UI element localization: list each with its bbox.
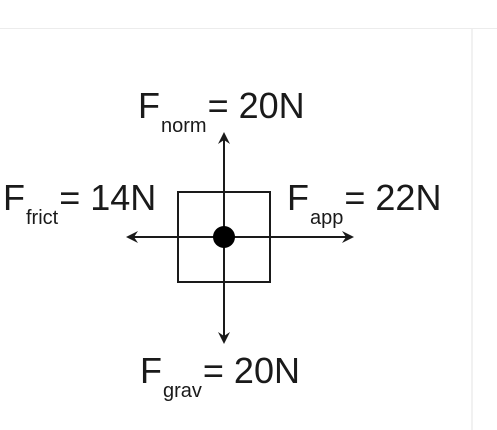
gravity-force-symbol: F	[140, 350, 162, 391]
right-divider	[471, 29, 473, 430]
center-of-mass-dot	[213, 226, 235, 248]
applied-force-label: Fapp= 22N	[287, 177, 442, 229]
friction-force-value: = 14N	[59, 177, 157, 218]
friction-force-symbol: F	[3, 177, 25, 218]
gravity-force-label: Fgrav= 20N	[140, 350, 300, 402]
normal-force-label: Fnorm= 20N	[138, 85, 305, 137]
gravity-force-subscript: grav	[163, 380, 202, 402]
normal-force-value: = 20N	[207, 85, 305, 126]
friction-force-label: Ffrict= 14N	[3, 177, 157, 229]
friction-force-subscript: frict	[26, 207, 59, 229]
applied-force-subscript: app	[310, 207, 344, 229]
gravity-force-value: = 20N	[202, 350, 300, 391]
applied-force-value: = 22N	[344, 177, 442, 218]
applied-force-symbol: F	[287, 177, 309, 218]
normal-force-symbol: F	[138, 85, 160, 126]
normal-force-subscript: norm	[161, 115, 207, 137]
top-divider	[0, 28, 497, 29]
